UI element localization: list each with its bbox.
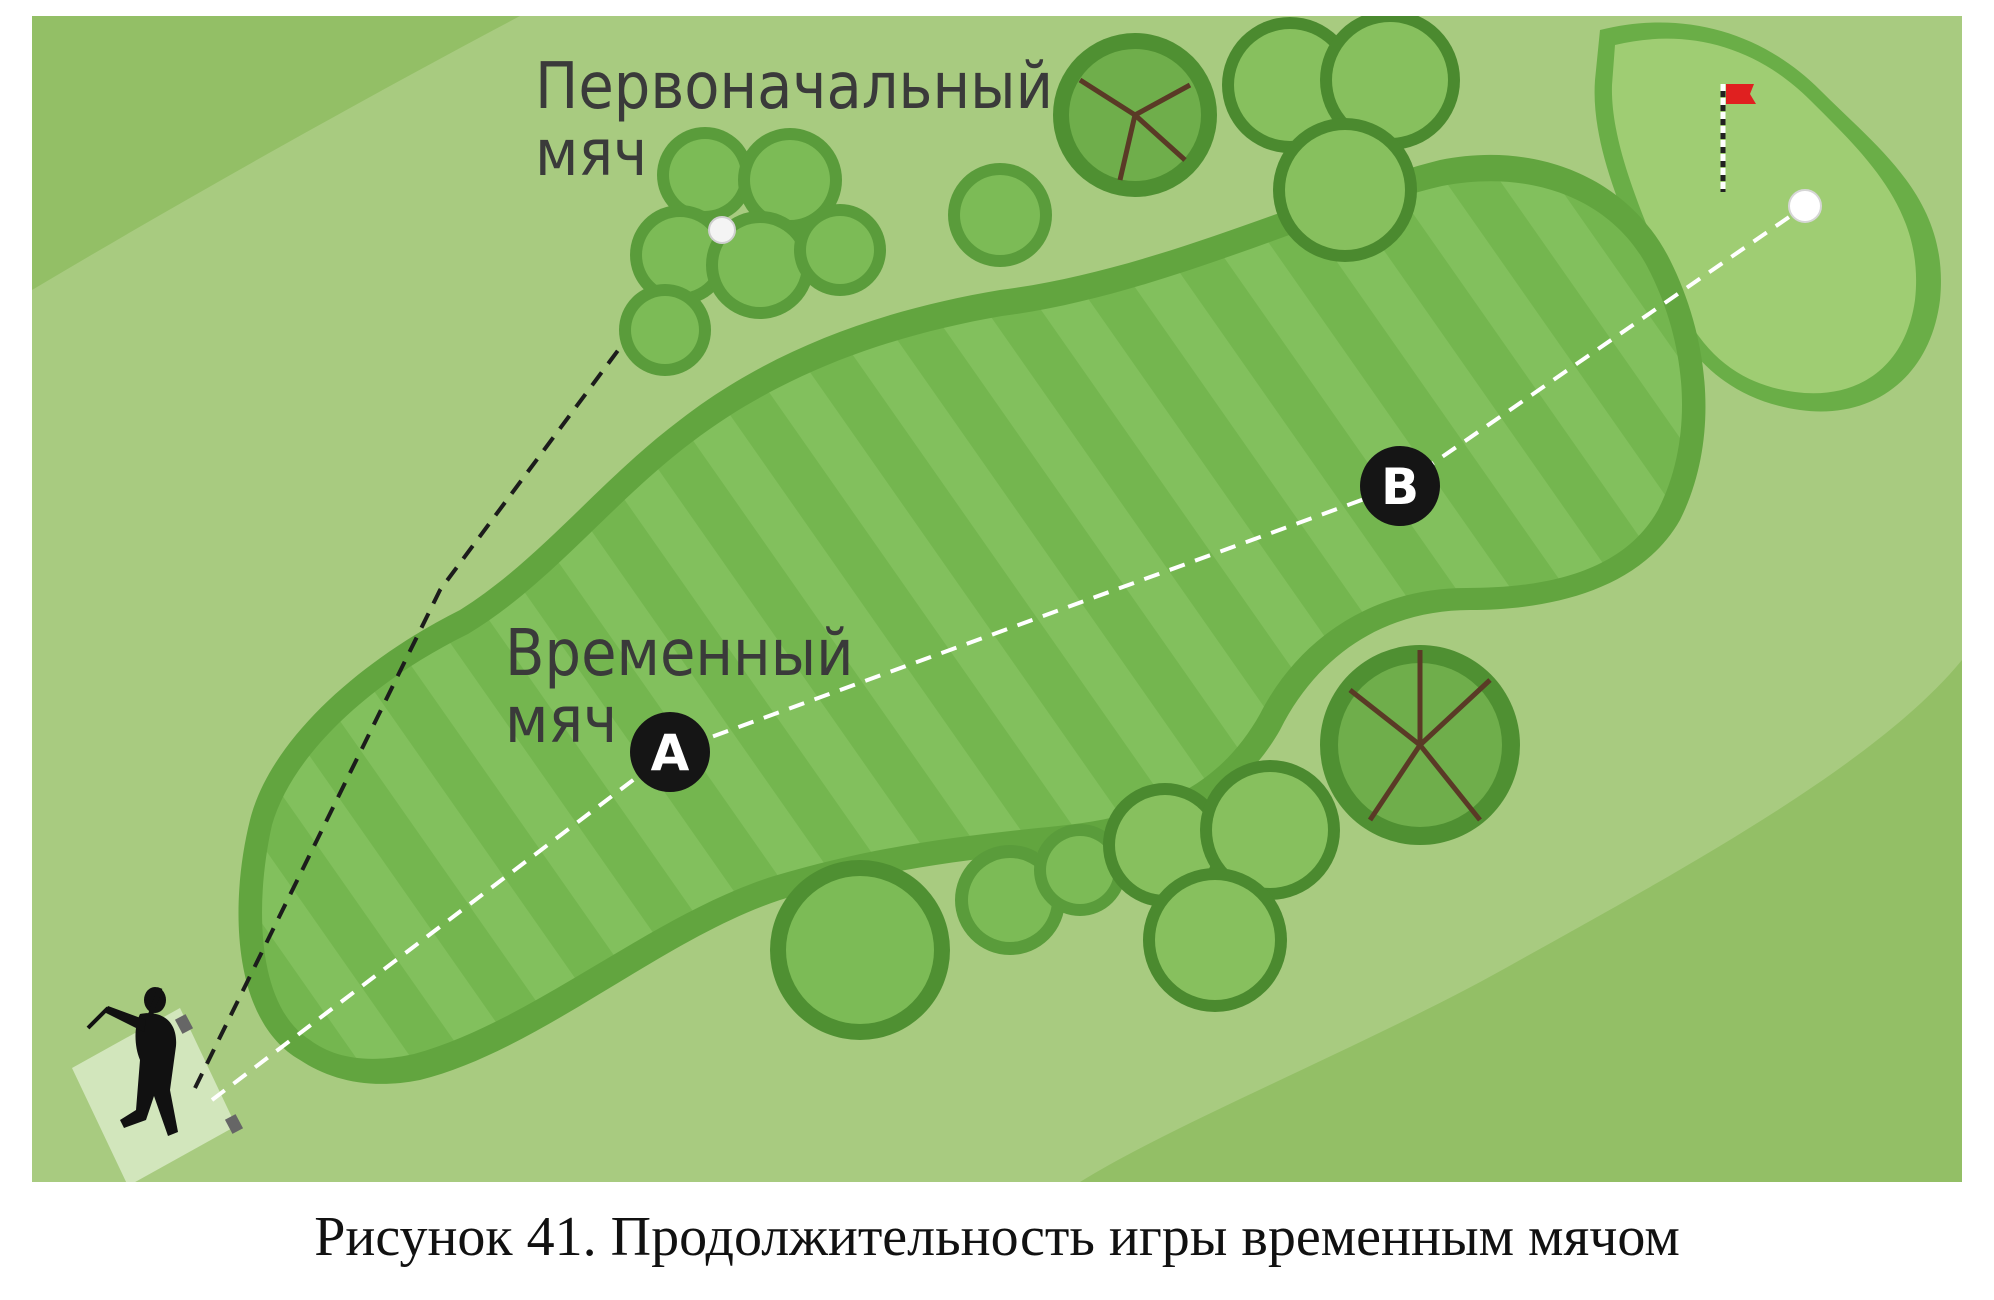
marker-a: A [630, 712, 710, 792]
green-ball [1788, 189, 1822, 223]
provisional-ball-label-line2: мяч [505, 684, 617, 758]
trees-top-middle [948, 16, 1460, 267]
trees-top-left [619, 127, 886, 376]
svg-text:A: A [651, 724, 690, 782]
provisional-ball-label-line1: Временный [505, 617, 854, 691]
original-ball-label-line2: мяч [535, 117, 647, 191]
original-ball-trajectory [193, 238, 702, 1089]
original-ball [708, 216, 736, 244]
provisional-ball-trajectory [210, 204, 1807, 1102]
fairway [262, 181, 1682, 1059]
flag-icon [1720, 84, 1756, 192]
svg-text:B: B [1381, 458, 1419, 516]
rough-patch-bottom-right [1080, 660, 1962, 1182]
figure-caption: Рисунок 41. Продолжительность игры време… [314, 1206, 1680, 1268]
rough-patch-top-left [32, 16, 520, 290]
trees-bottom [770, 645, 1520, 1040]
marker-b: B [1360, 446, 1440, 526]
original-ball-label-line1: Первоначальный [535, 50, 1053, 124]
golfer-icon [86, 987, 178, 1136]
